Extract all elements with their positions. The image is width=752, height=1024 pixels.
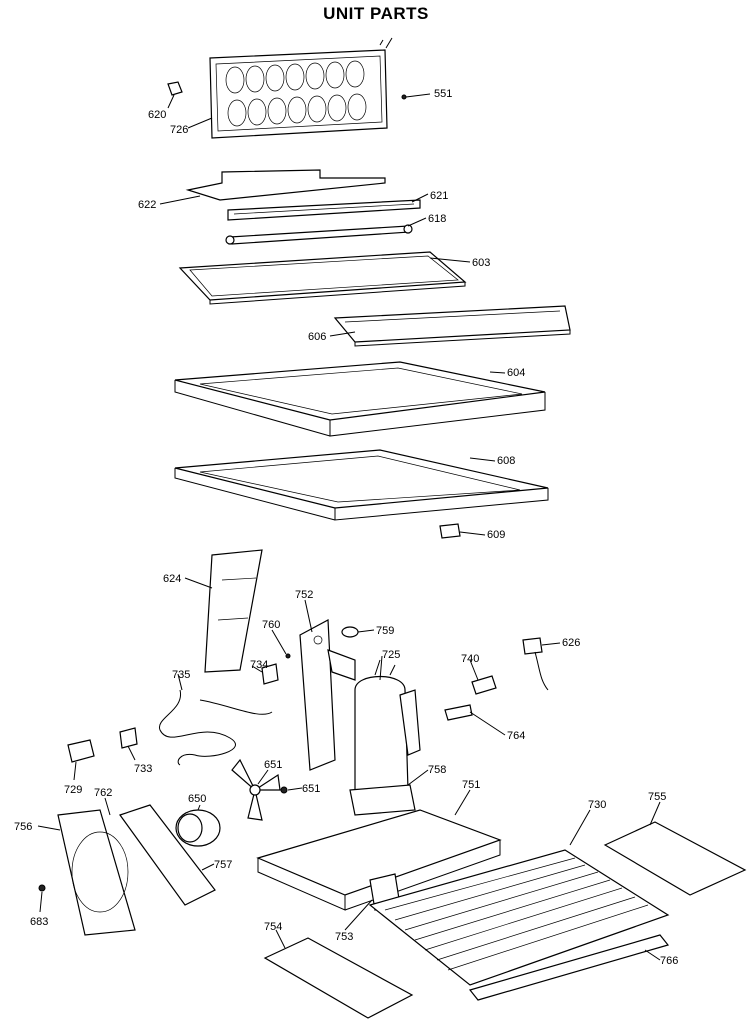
cover-606 — [333, 305, 571, 347]
screw-551 — [401, 94, 407, 100]
fan-blade-651 — [231, 758, 281, 821]
label-755: 755 — [648, 791, 666, 803]
cord-626 — [522, 637, 549, 691]
label-726: 726 — [170, 124, 188, 136]
harness-735 — [159, 689, 273, 766]
label-651-nut: 651 — [302, 783, 320, 795]
screw-760 — [285, 653, 291, 659]
label-754: 754 — [264, 921, 282, 933]
tube-618 — [225, 224, 413, 245]
leader-lines — [37, 93, 661, 961]
condenser-730 — [368, 849, 670, 986]
label-760: 760 — [262, 619, 280, 631]
label-624: 624 — [163, 573, 181, 585]
label-620: 620 — [148, 109, 166, 121]
evaporator-coil-726 — [209, 37, 393, 139]
thermostat-733 — [119, 727, 138, 749]
rail-621 — [227, 199, 421, 221]
label-609: 609 — [487, 529, 505, 541]
base-758 — [349, 784, 416, 816]
label-626: 626 — [562, 637, 580, 649]
label-733: 733 — [134, 763, 152, 775]
label-604: 604 — [507, 367, 525, 379]
label-551: 551 — [434, 88, 452, 100]
pan-608 — [174, 449, 549, 521]
motor-650 — [175, 809, 221, 847]
label-762: 762 — [94, 787, 112, 799]
cover-764 — [444, 704, 473, 721]
label-753: 753 — [335, 931, 353, 943]
label-622: 622 — [138, 199, 156, 211]
label-758: 758 — [428, 764, 446, 776]
label-606: 606 — [308, 331, 326, 343]
label-608: 608 — [497, 455, 515, 467]
pan-604 — [174, 361, 546, 437]
drain-609 — [439, 523, 461, 539]
switch-729 — [67, 739, 95, 763]
label-725: 725 — [382, 649, 400, 661]
page-title: UNIT PARTS — [323, 4, 429, 23]
label-740: 740 — [461, 653, 479, 665]
shroud-756 — [57, 809, 136, 936]
relay-740 — [471, 675, 497, 695]
label-603: 603 — [472, 257, 490, 269]
rail-622 — [185, 169, 386, 201]
label-764: 764 — [507, 730, 525, 742]
label-757: 757 — [214, 859, 232, 871]
label-766: 766 — [660, 955, 678, 967]
callout-labels: 620 726 551 622 621 618 603 606 604 608 … — [14, 88, 678, 967]
label-735: 735 — [172, 669, 190, 681]
baffle-757 — [119, 804, 216, 906]
shelf-603 — [178, 251, 467, 305]
label-730: 730 — [588, 799, 606, 811]
nut-651 — [280, 786, 288, 794]
label-618: 618 — [428, 213, 446, 225]
label-734: 734 — [250, 659, 268, 671]
label-651-blade: 651 — [264, 759, 282, 771]
label-650: 650 — [188, 793, 206, 805]
plate-754 — [263, 937, 414, 1019]
grommet-759 — [341, 626, 359, 638]
label-729: 729 — [64, 784, 82, 796]
bracket-752 — [299, 619, 356, 771]
duct-624 — [204, 549, 263, 673]
label-621: 621 — [430, 190, 448, 202]
label-752: 752 — [295, 589, 313, 601]
label-751: 751 — [462, 779, 480, 791]
screw-683 — [38, 884, 46, 892]
capacitor-734 — [261, 663, 279, 685]
label-683: 683 — [30, 916, 48, 928]
clip-620 — [167, 81, 183, 96]
compressor-725 — [354, 659, 421, 803]
label-759: 759 — [376, 625, 394, 637]
pad-766 — [468, 934, 670, 1001]
label-756: 756 — [14, 821, 32, 833]
cover-755 — [603, 821, 747, 896]
